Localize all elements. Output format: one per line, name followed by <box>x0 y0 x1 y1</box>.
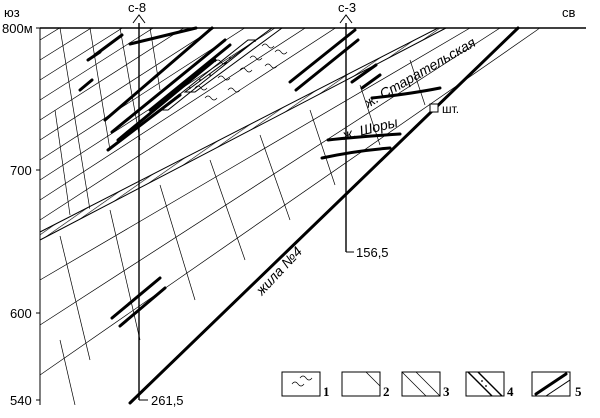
direction-right: св <box>562 5 576 20</box>
elevation-700: 700 <box>10 163 32 178</box>
vein-no4-label: жила №4 <box>252 243 305 299</box>
direction-left: юз <box>4 5 20 20</box>
borehole-c3-label: с-3 <box>338 0 356 15</box>
marker-horizon <box>39 27 447 241</box>
legend-item-4: 4 <box>465 371 514 399</box>
borehole-c8-label: с-8 <box>128 0 146 15</box>
sandstone-lenses <box>158 27 284 111</box>
legend: 1 2 3 4 5 <box>281 371 582 399</box>
borehole-c3: с-3 156,5 <box>338 0 389 260</box>
main-vein-line <box>128 26 520 405</box>
lower-rock-unit <box>40 28 540 405</box>
elevation-800: 800м <box>2 21 33 36</box>
elevation-600: 600 <box>10 306 32 321</box>
svg-text:5: 5 <box>575 384 582 399</box>
adit-label: шт. <box>442 102 459 116</box>
staratelskaya-vein <box>370 86 442 100</box>
legend-item-2: 2 <box>341 371 390 399</box>
svg-text:1: 1 <box>323 384 330 399</box>
shory-vein <box>326 132 402 142</box>
legend-item-5: 5 <box>531 371 582 399</box>
legend-item-3: 3 <box>401 371 450 399</box>
vein-staratelskaya-label: ж. Старательская <box>361 34 479 111</box>
adit-marker <box>429 103 439 113</box>
elevation-540: 540 <box>10 393 32 408</box>
legend-item-1: 1 <box>281 371 330 399</box>
borehole-c3-depth: 156,5 <box>356 245 389 260</box>
dashed-vein <box>78 50 102 92</box>
borehole-c8: с-8 261,5 <box>128 0 184 408</box>
upper-rock-unit <box>40 28 420 221</box>
svg-text:3: 3 <box>443 384 450 399</box>
quartz-veins <box>93 26 382 328</box>
svg-text:2: 2 <box>383 384 390 399</box>
borehole-c8-depth: 261,5 <box>151 393 184 408</box>
svg-text:4: 4 <box>507 384 514 399</box>
vein-shory-label: ж. Шоры <box>340 114 400 144</box>
